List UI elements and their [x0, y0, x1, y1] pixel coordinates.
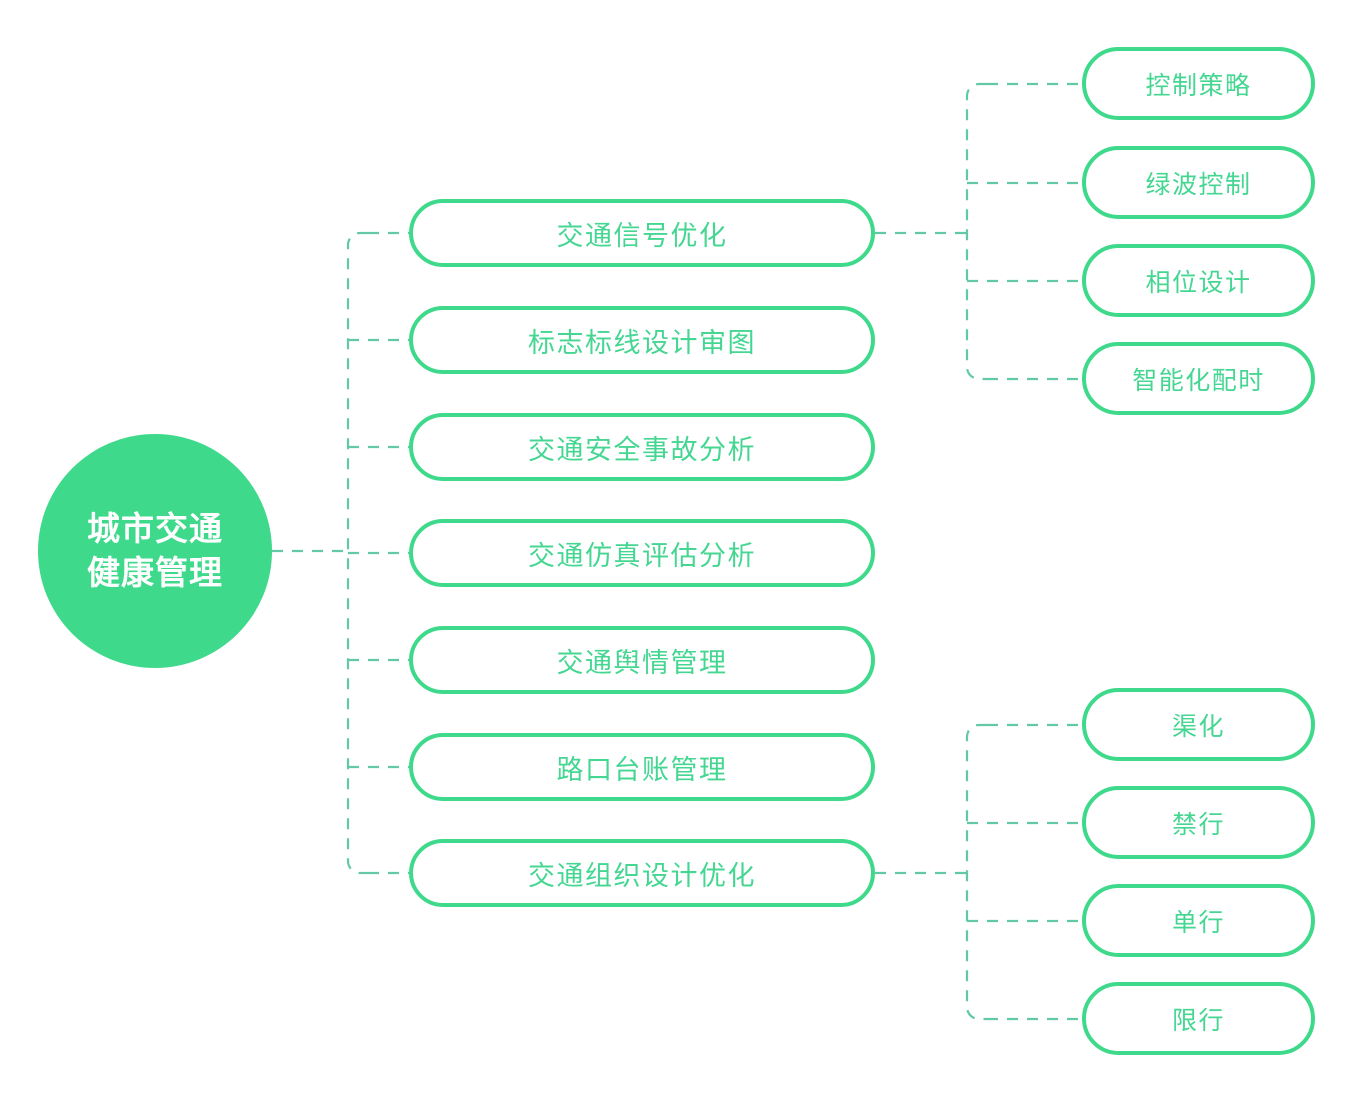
branch-label: 交通仿真评估分析 [528, 540, 756, 571]
leaf-label: 绿波控制 [1145, 170, 1252, 199]
leaf-label: 禁行 [1171, 810, 1225, 839]
leaf-node-phase-design[interactable]: 相位设计 [1082, 244, 1315, 317]
branch-node-sign-marking-design-review[interactable]: 标志标线设计审图 [409, 306, 875, 374]
branch-node-traffic-safety-accident-analysis[interactable]: 交通安全事故分析 [409, 413, 875, 481]
leaf-node-no-through-traffic[interactable]: 禁行 [1082, 786, 1315, 859]
leaf-label: 渠化 [1171, 712, 1225, 741]
root-label-line-2: 健康管理 [87, 554, 223, 591]
branch-node-traffic-organization-design-optimization[interactable]: 交通组织设计优化 [409, 839, 875, 907]
wire-leafspine-bottom [965, 723, 987, 1021]
leaf-node-one-way[interactable]: 单行 [1082, 884, 1315, 957]
wire-leafspine-top [965, 82, 987, 381]
branch-label: 交通信号优化 [556, 220, 728, 251]
root-node[interactable]: 城市交通 健康管理 [38, 434, 272, 668]
leaf-label: 限行 [1171, 1006, 1225, 1035]
leaf-label: 智能化配时 [1132, 366, 1265, 395]
leaf-node-channelization[interactable]: 渠化 [1082, 688, 1315, 761]
wire-middle-spine [346, 231, 368, 875]
root-label-line-1: 城市交通 [87, 510, 223, 548]
branch-node-traffic-public-opinion-management[interactable]: 交通舆情管理 [409, 626, 875, 694]
branch-label: 交通舆情管理 [556, 647, 728, 678]
leaf-node-intelligent-timing[interactable]: 智能化配时 [1082, 342, 1315, 415]
leaf-node-control-strategy[interactable]: 控制策略 [1082, 47, 1315, 120]
branch-node-traffic-signal-optimization[interactable]: 交通信号优化 [409, 199, 875, 267]
leaf-label: 控制策略 [1145, 71, 1252, 100]
leaf-node-green-wave-control[interactable]: 绿波控制 [1082, 146, 1315, 219]
branch-node-traffic-simulation-evaluation-analysis[interactable]: 交通仿真评估分析 [409, 519, 875, 587]
branch-label: 交通组织设计优化 [528, 860, 756, 891]
leaf-node-restricted-traffic[interactable]: 限行 [1082, 982, 1315, 1055]
branch-label: 路口台账管理 [556, 754, 728, 785]
branch-label: 交通安全事故分析 [528, 434, 756, 465]
branch-node-intersection-ledger-management[interactable]: 路口台账管理 [409, 733, 875, 801]
leaf-label: 单行 [1171, 908, 1225, 937]
branch-label: 标志标线设计审图 [528, 327, 756, 358]
leaf-label: 相位设计 [1145, 268, 1252, 297]
